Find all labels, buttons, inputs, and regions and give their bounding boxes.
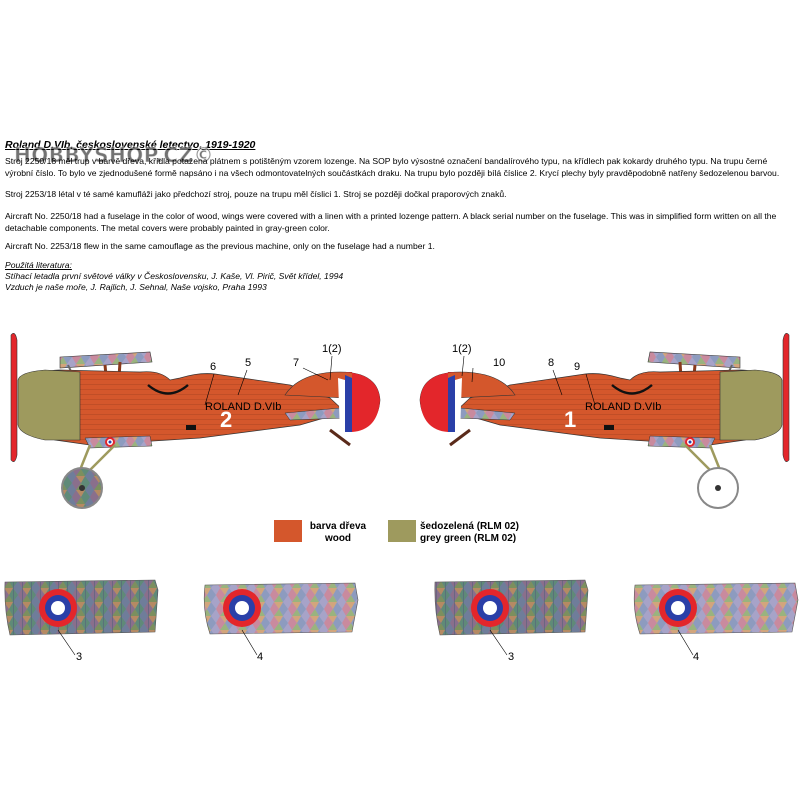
propeller bbox=[10, 333, 18, 462]
callout-1-2-right: 1(2) bbox=[452, 343, 472, 355]
upper-wing-plan-right: 3 bbox=[434, 579, 589, 663]
legend-label-grey-green: šedozelená (RLM 02) grey green (RLM 02) bbox=[420, 521, 519, 545]
references-heading: Použitá literatura: bbox=[5, 260, 72, 270]
callout-9: 9 bbox=[574, 361, 580, 373]
right-aircraft-profile bbox=[419, 333, 790, 509]
lower-wing-plan-left: 4 bbox=[203, 582, 359, 663]
callout-7: 7 bbox=[293, 357, 299, 369]
serial-marking-right: ROLAND D.VIb bbox=[585, 401, 661, 413]
upper-wing bbox=[647, 351, 741, 369]
callout-4: 4 bbox=[257, 651, 263, 663]
cockpit bbox=[147, 384, 189, 395]
callout-3: 3 bbox=[76, 651, 82, 663]
legend-label-wood: barva dřeva wood bbox=[306, 521, 370, 545]
callout-8: 8 bbox=[548, 357, 554, 369]
engine-cowling bbox=[719, 369, 783, 441]
serial-marking: ROLAND D.VIb bbox=[205, 401, 281, 413]
upper-wing bbox=[59, 351, 153, 369]
fuselage-number: 2 bbox=[220, 407, 232, 432]
fuselage-number-right: 1 bbox=[564, 407, 576, 432]
legend-grey-green-cz: šedozelená (RLM 02) bbox=[420, 521, 519, 532]
lower-wing-plan-right: 4 bbox=[633, 582, 799, 663]
legend-wood-cz: barva dřeva bbox=[309, 521, 367, 532]
legend-swatch-wood bbox=[274, 520, 302, 542]
lower-wing bbox=[84, 435, 153, 449]
legend-wood-en: wood bbox=[324, 533, 352, 544]
upper-wing-plan-left: 3 bbox=[4, 579, 159, 663]
paragraph-en-2: Aircraft No. 2253/18 flew in the same ca… bbox=[5, 241, 435, 251]
watermark-logo: HOBBYSHOP.CZ© bbox=[13, 143, 215, 168]
callout-1-2: 1(2) bbox=[322, 343, 342, 355]
paragraph-cz-2: Stroj 2253/18 létal v té samé kamufláži … bbox=[5, 189, 507, 199]
callout-3-right: 3 bbox=[508, 651, 514, 663]
propeller bbox=[782, 333, 790, 462]
left-aircraft-profile: ROLAND D.VIb 2 6 5 7 1(2) bbox=[10, 333, 381, 509]
paragraph-en-1: Aircraft No. 2250/18 had a fuselage in t… bbox=[5, 211, 777, 233]
engine-cowling bbox=[17, 369, 81, 441]
cockpit bbox=[611, 384, 653, 395]
callout-10: 10 bbox=[493, 357, 505, 369]
callout-5: 5 bbox=[245, 357, 251, 369]
page-title: Roland D.VIb, československé letectvo, 1… bbox=[5, 139, 256, 151]
callout-4-right: 4 bbox=[693, 651, 699, 663]
references: Použitá literatura: Stíhací letadla prvn… bbox=[5, 260, 343, 293]
callout-6: 6 bbox=[210, 361, 216, 373]
reference-item: Stíhací letadla první světové války v Če… bbox=[5, 271, 344, 281]
reference-item: Vzduch je naše moře, J. Rajlich, J. Sehn… bbox=[5, 282, 267, 292]
legend-swatch-grey-green bbox=[388, 520, 416, 542]
paragraph-cz-1: Stroj 2250/18 měl trup v barvě dřeva, kř… bbox=[5, 156, 780, 178]
legend-grey-green-en: grey green (RLM 02) bbox=[420, 533, 517, 544]
lower-wing bbox=[647, 435, 716, 449]
